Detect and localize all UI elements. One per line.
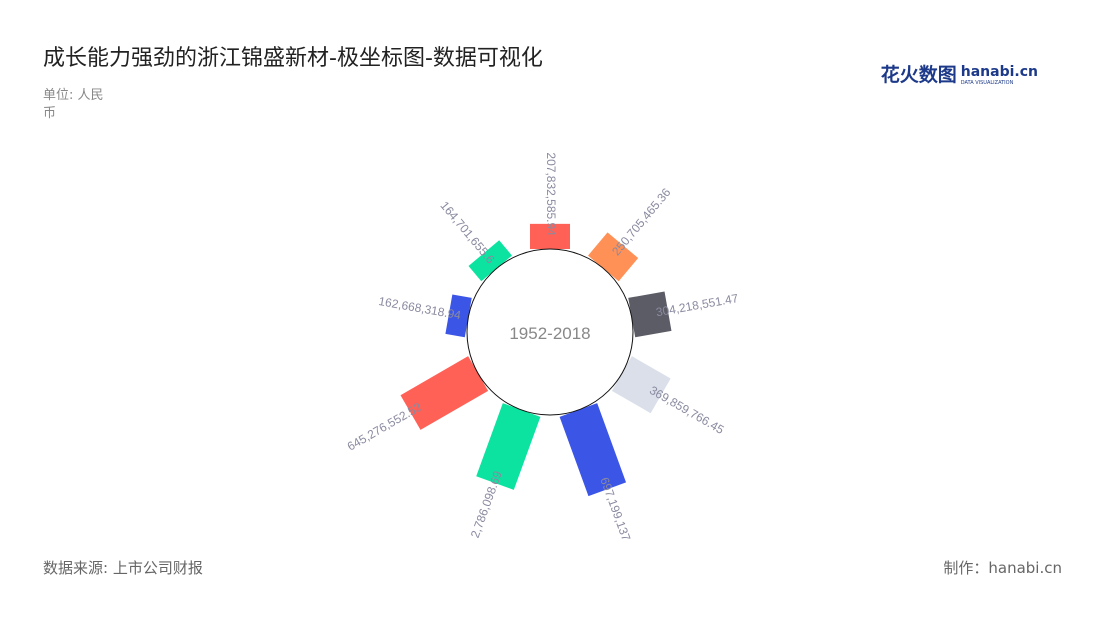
data-label: 250,705,465.36: [609, 185, 674, 258]
logo-cn: 花火数图: [880, 64, 957, 86]
center-label: 1952-2018: [509, 324, 590, 343]
data-label: 162,668,318.94: [377, 294, 462, 322]
data-label: 304,218,551.47: [655, 291, 740, 319]
bar: [400, 356, 489, 430]
bar: [559, 403, 627, 497]
center-circle: [466, 248, 634, 416]
bar: [588, 232, 639, 282]
bar: [445, 294, 472, 338]
data-source: 数据来源: 上市公司财报: [43, 559, 203, 577]
bar: [628, 291, 672, 338]
data-label: 207,832,585.94: [544, 152, 558, 236]
data-label: 164,701,655.6: [437, 199, 497, 267]
bar: [530, 223, 570, 249]
data-label: 369,859,766.45: [647, 383, 727, 437]
chart-title: 成长能力强劲的浙江锦盛新材-极坐标图-数据可视化: [43, 46, 543, 71]
logo-en: hanabi.cn: [960, 64, 1038, 80]
unit-label: 单位: 人民币: [43, 88, 104, 121]
bar: [476, 403, 541, 490]
data-label: 645,276,552.52: [345, 400, 425, 454]
logo-sub: DATA VISUALIZATION: [960, 80, 1014, 86]
bar: [468, 240, 512, 282]
credit: 制作：hanabi.cn: [943, 559, 1062, 577]
bar: [611, 356, 671, 414]
